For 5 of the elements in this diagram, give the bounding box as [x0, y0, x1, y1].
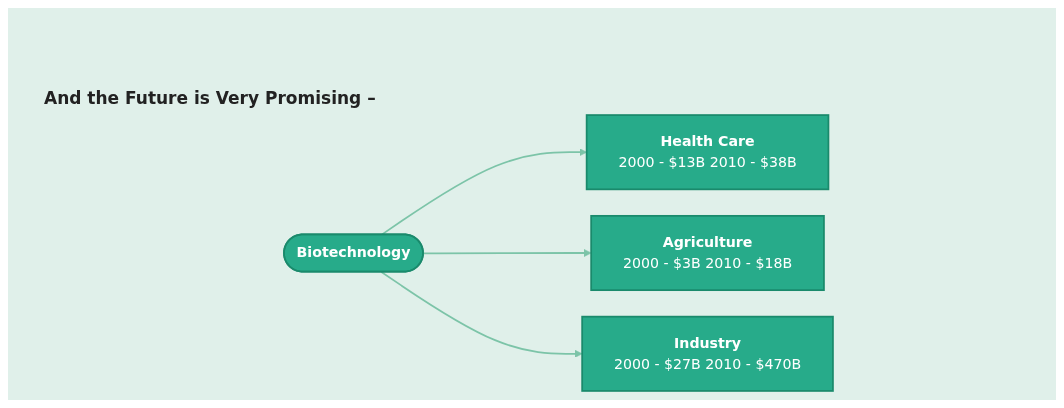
node-box: Industry 2000 - $27B 2010 - $470B: [580, 315, 834, 392]
arrow: [380, 148, 587, 236]
node-box: Health Care 2000 - $13B 2010 - $38B: [585, 114, 829, 191]
diagram-title: And the Future is Very Promising –: [44, 88, 376, 108]
node-box: Agriculture 2000 - $3B 2010 - $18B: [589, 215, 825, 291]
